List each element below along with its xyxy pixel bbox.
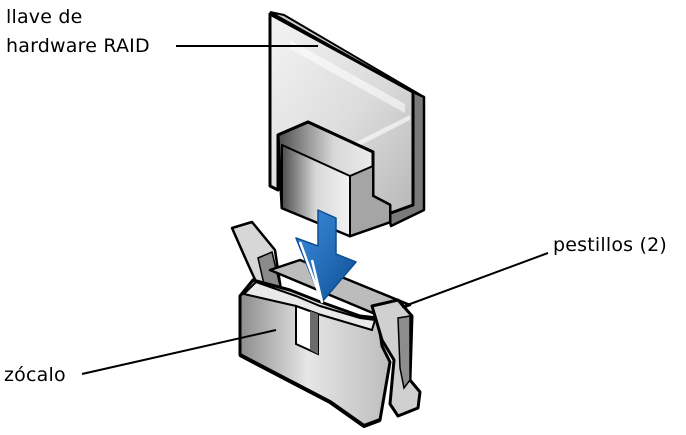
insertion-arrow: [295, 209, 357, 304]
socket: [230, 220, 422, 428]
raid-key-label-line1: llave de: [6, 6, 83, 28]
socket-label: zócalo: [4, 364, 66, 386]
latches-leader: [401, 252, 549, 308]
raid-key-card: [268, 11, 426, 238]
raid-key-label-line2: hardware RAID: [6, 35, 150, 57]
socket-leader: [81, 329, 277, 375]
latches-label: pestillos (2): [553, 234, 668, 256]
